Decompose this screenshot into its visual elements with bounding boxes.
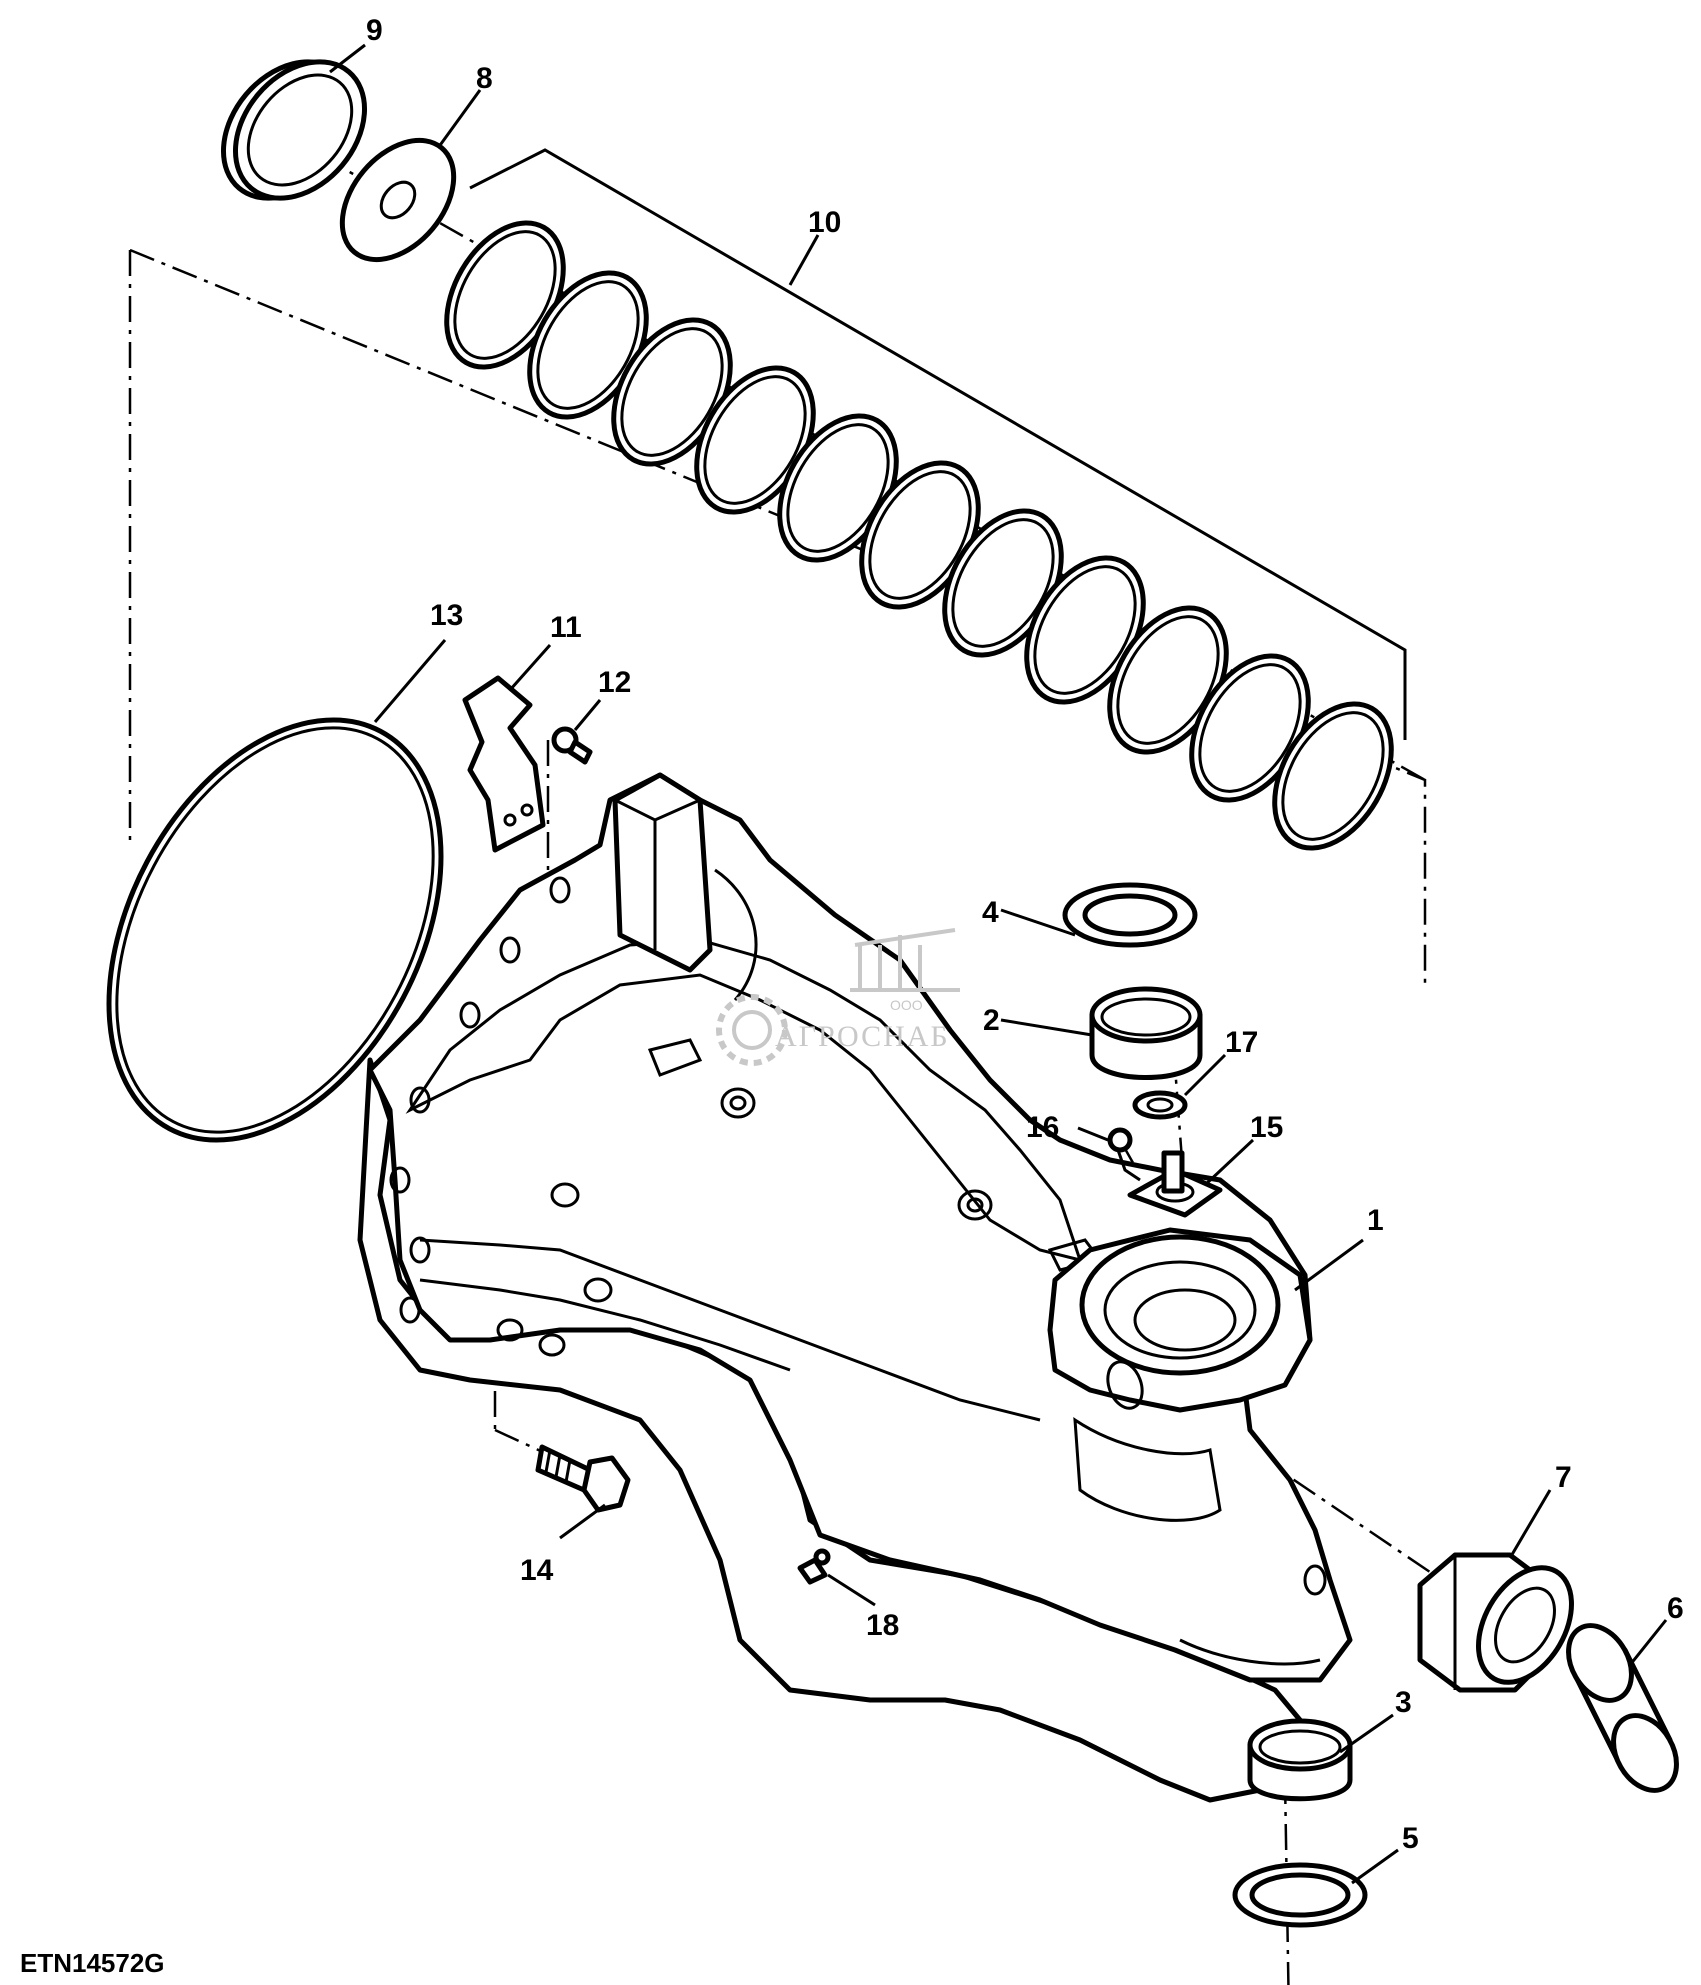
callout-5: 5 (1402, 1822, 1419, 1855)
part-6-cap (1566, 1623, 1679, 1793)
callout-7: 7 (1555, 1461, 1572, 1494)
callout-1: 1 (1367, 1204, 1384, 1237)
callout-10: 10 (808, 206, 841, 239)
part-11-bracket (462, 675, 546, 853)
figure-code: ETN14572G (20, 1948, 165, 1978)
part-10-shim-set (444, 148, 1407, 851)
part-14-cap-screw (535, 1444, 631, 1513)
callout-4: 4 (982, 896, 999, 929)
part-8-washer (339, 137, 457, 263)
callout-3: 3 (1395, 1686, 1412, 1719)
part-12-screw (551, 726, 593, 765)
callout-18: 18 (866, 1609, 899, 1642)
part-16-screw (1107, 1127, 1141, 1182)
part-18-grease-fitting (797, 1548, 831, 1585)
callouts: 1 2 3 4 5 6 7 8 9 10 11 12 13 14 15 16 1… (366, 14, 1684, 1855)
callout-6: 6 (1667, 1592, 1684, 1625)
part-3-bushing (1247, 1718, 1353, 1802)
callout-16: 16 (1026, 1111, 1059, 1144)
part-5-seal (1232, 1862, 1368, 1928)
part-1-axle-housing (357, 772, 1353, 1803)
watermark: ООО АГРОСНАБ (716, 928, 960, 1066)
callout-13: 13 (430, 599, 463, 632)
callout-17: 17 (1225, 1026, 1258, 1059)
callout-2: 2 (983, 1004, 1000, 1037)
watermark-main-text: АГРОСНАБ (775, 1020, 950, 1053)
callout-14: 14 (520, 1554, 554, 1587)
leader-lines (329, 43, 1668, 1885)
watermark-small-text: ООО (890, 997, 923, 1013)
callout-11: 11 (550, 611, 582, 644)
part-7-hex-nut (1417, 1552, 1574, 1693)
part-13-o-ring (106, 717, 444, 1143)
part-15-fitting (1127, 1150, 1223, 1218)
callout-12: 12 (598, 666, 631, 699)
part-2-bushing (1089, 986, 1203, 1080)
part-9-bearing-cup (220, 59, 368, 201)
callout-9: 9 (366, 14, 383, 47)
callout-15: 15 (1250, 1111, 1283, 1144)
callout-8: 8 (476, 62, 493, 95)
part-4-seal (1062, 882, 1198, 948)
part-17-seal (1132, 1090, 1188, 1120)
